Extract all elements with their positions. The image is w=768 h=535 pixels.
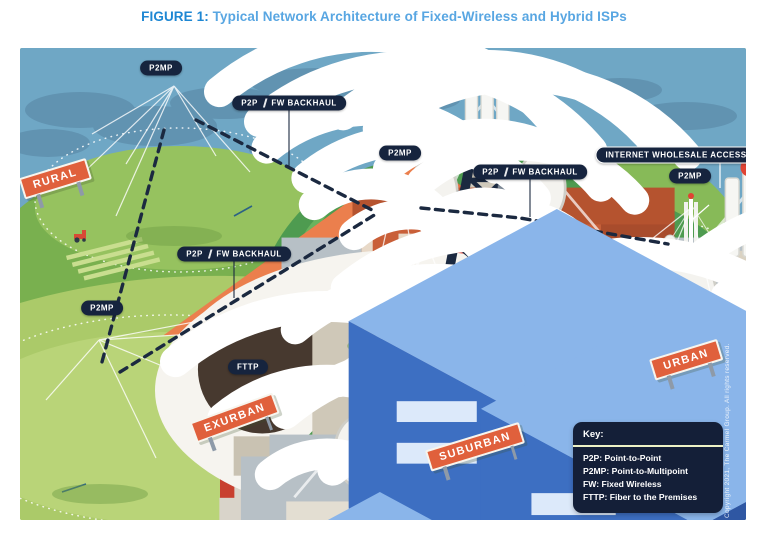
tractor [74, 230, 86, 243]
figure-title: Typical Network Architecture of Fixed-Wi… [212, 9, 627, 24]
copyright-notice: Copyright 2021, The Carmel Group. All ri… [724, 343, 731, 518]
pill-backhaul-right: P2P FW BACKHAUL [473, 164, 587, 180]
legend-item: P2MP: Point-to-Multipoint [583, 465, 689, 476]
rural-fields [66, 236, 161, 281]
legend-title: Key: [583, 429, 604, 440]
pill-p2mp-rural-tower: P2MP [140, 60, 182, 76]
p2p-label: P2P [241, 98, 258, 108]
pill-divider [262, 98, 267, 108]
pill-divider [503, 167, 508, 177]
pill-p2mp-suburban-tower: P2MP [379, 145, 421, 161]
scene-artwork [20, 48, 746, 520]
backhaul-links [100, 118, 670, 374]
legend-item: FTTP: Fiber to the Premises [583, 492, 698, 503]
pill-fttp: FTTP [228, 359, 268, 375]
pill-divider [207, 249, 212, 259]
legend-item: FW: Fixed Wireless [583, 479, 662, 490]
figure-number: FIGURE 1: [141, 9, 209, 24]
p2p-label: P2P [186, 249, 203, 259]
fw-backhaul-label: FW BACKHAUL [512, 167, 578, 177]
pill-p2mp-exurban-tower: P2MP [81, 300, 123, 316]
wholesale-connectors [692, 162, 721, 220]
legend-item: P2P: Point-to-Point [583, 452, 662, 463]
pill-p2mp-urban-mast: P2MP [669, 168, 711, 184]
fw-backhaul-label: FW BACKHAUL [216, 249, 282, 259]
legend-divider [573, 445, 723, 447]
p2p-label: P2P [482, 167, 499, 177]
pill-backhaul-top: P2P FW BACKHAUL [232, 95, 346, 111]
figure-caption: FIGURE 1: Typical Network Architecture o… [0, 9, 768, 24]
legend-key: Key: P2P: Point-to-Point P2MP: Point-to-… [573, 422, 723, 513]
fw-backhaul-label: FW BACKHAUL [271, 98, 337, 108]
pill-internet-wholesale-access: INTERNET WHOLESALE ACCESS [595, 146, 746, 164]
pill-backhaul-left: P2P FW BACKHAUL [177, 246, 291, 262]
label-connectors [233, 110, 531, 298]
rural-area [74, 147, 746, 520]
network-illustration: P2MP P2P FW BACKHAUL P2P FW BACKHAUL P2M… [20, 48, 746, 520]
